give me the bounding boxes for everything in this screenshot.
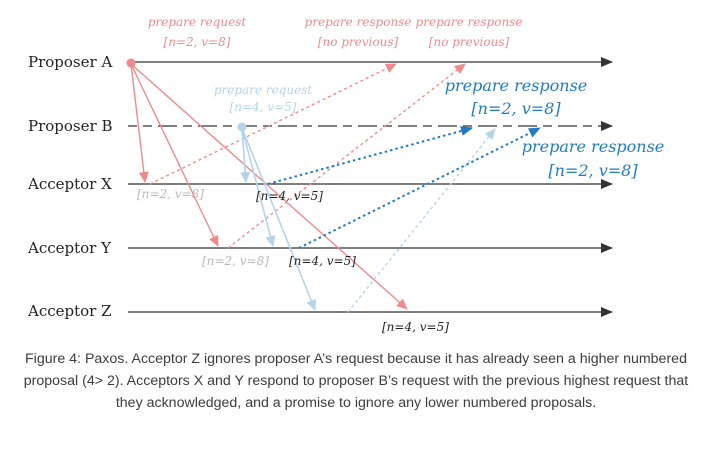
- a-response-label-1: prepare response: [305, 15, 412, 29]
- lane-label-proposer-b: Proposer B: [28, 117, 112, 135]
- acceptor-z-state: [n=4, v=5]: [382, 320, 449, 334]
- b-request-to-y: [241, 127, 276, 247]
- y-response-to-b: [298, 127, 541, 249]
- a-request-to-x: [130, 63, 149, 183]
- x-response-to-b: [267, 126, 473, 185]
- a-request-to-z: [130, 63, 408, 310]
- b-prepare-request-value: [n=4, v=5]: [230, 100, 297, 114]
- b-response-label-1: prepare response: [445, 76, 588, 95]
- lane-label-acceptor-x: Acceptor X: [27, 175, 112, 193]
- a-response-label-2: prepare response: [416, 15, 523, 29]
- lane-label-proposer-a: Proposer A: [28, 53, 112, 71]
- lane-label-acceptor-z: Acceptor Z: [27, 302, 112, 320]
- proposer-a-origin-dot: [126, 58, 136, 68]
- acceptor-y-old-state: [n=2, v=8]: [202, 254, 269, 268]
- acceptor-y-new-state: [n=4, v=5]: [289, 254, 356, 268]
- figure-caption: Figure 4: Paxos. Acceptor Z ignores prop…: [23, 351, 689, 412]
- b-response-value-1: [n=2, v=8]: [471, 99, 561, 118]
- b-prepare-request-label: prepare request: [214, 83, 313, 97]
- a-request-to-y: [130, 63, 219, 247]
- a-prepare-request-label: prepare request: [148, 15, 247, 29]
- b-request-to-x: [240, 127, 251, 183]
- a-prepare-request-value: [n=2, v=8]: [164, 35, 231, 49]
- a-response-value-1: [no previous]: [318, 35, 399, 49]
- proposer-b-origin-dot: [237, 122, 247, 132]
- b-response-value-2: [n=2, v=8]: [548, 161, 638, 180]
- y-response-to-a: [227, 63, 466, 249]
- x-response-to-a: [149, 63, 397, 185]
- b-request-to-z: [241, 127, 316, 311]
- acceptor-x-old-state: [n=2, v=8]: [137, 187, 204, 201]
- lane-label-acceptor-y: Acceptor Y: [27, 239, 112, 257]
- a-response-value-2: [no previous]: [429, 35, 510, 49]
- acceptor-x-new-state: [n=4, v=5]: [256, 189, 323, 203]
- paxos-sequence-diagram: Proposer A Proposer B Acceptor X Accepto…: [27, 15, 665, 334]
- b-response-label-2: prepare response: [522, 137, 665, 156]
